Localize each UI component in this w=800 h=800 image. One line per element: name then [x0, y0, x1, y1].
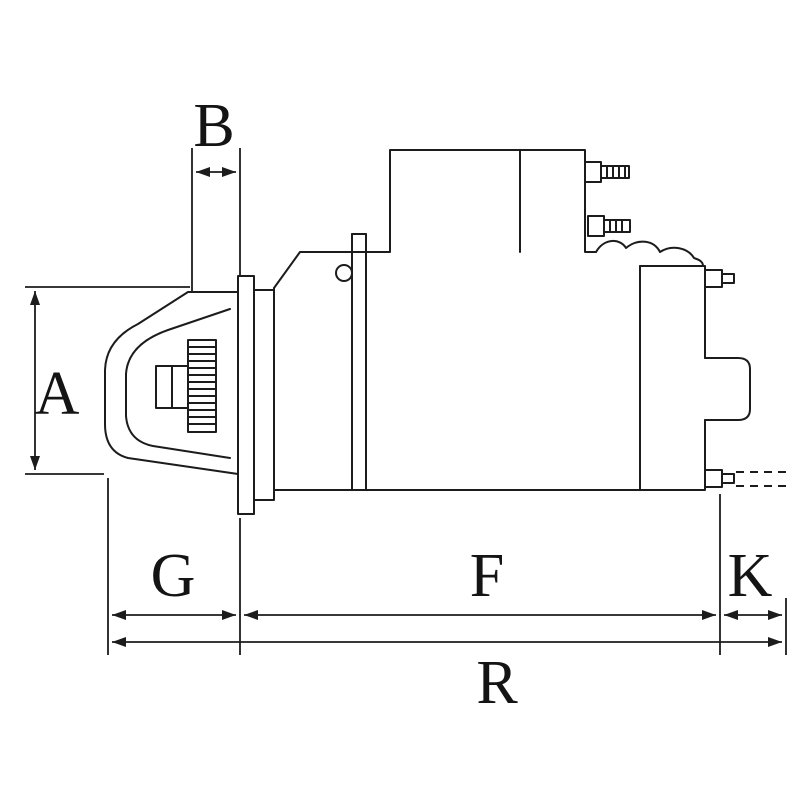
drive-end-bracket — [104, 291, 239, 475]
pinion-gear-teeth — [187, 346, 217, 425]
motor-body — [273, 149, 706, 491]
dimension-extension-lines — [25, 148, 787, 655]
hidden-reference-lines — [736, 471, 792, 487]
dimension-label-a: A — [35, 360, 80, 428]
wire-bracket — [595, 240, 704, 267]
dimension-label-g: G — [151, 542, 196, 610]
dimension-label-r: R — [476, 649, 518, 717]
starter-motor-outline — [104, 149, 751, 515]
dimension-label-f: F — [470, 542, 504, 610]
dimension-label-b: B — [193, 92, 234, 160]
terminal-studs — [584, 161, 631, 237]
dimension-labels: B A G F K R — [35, 92, 773, 717]
dimension-arrow-lines — [30, 167, 782, 647]
rear-shaft-boss — [704, 357, 751, 421]
pinion-shaft — [155, 365, 189, 409]
inspection-hole — [335, 264, 353, 282]
dimension-label-k: K — [728, 542, 773, 610]
pinion-gear — [155, 339, 217, 433]
through-bolts — [704, 269, 735, 488]
mounting-flange — [237, 275, 275, 515]
